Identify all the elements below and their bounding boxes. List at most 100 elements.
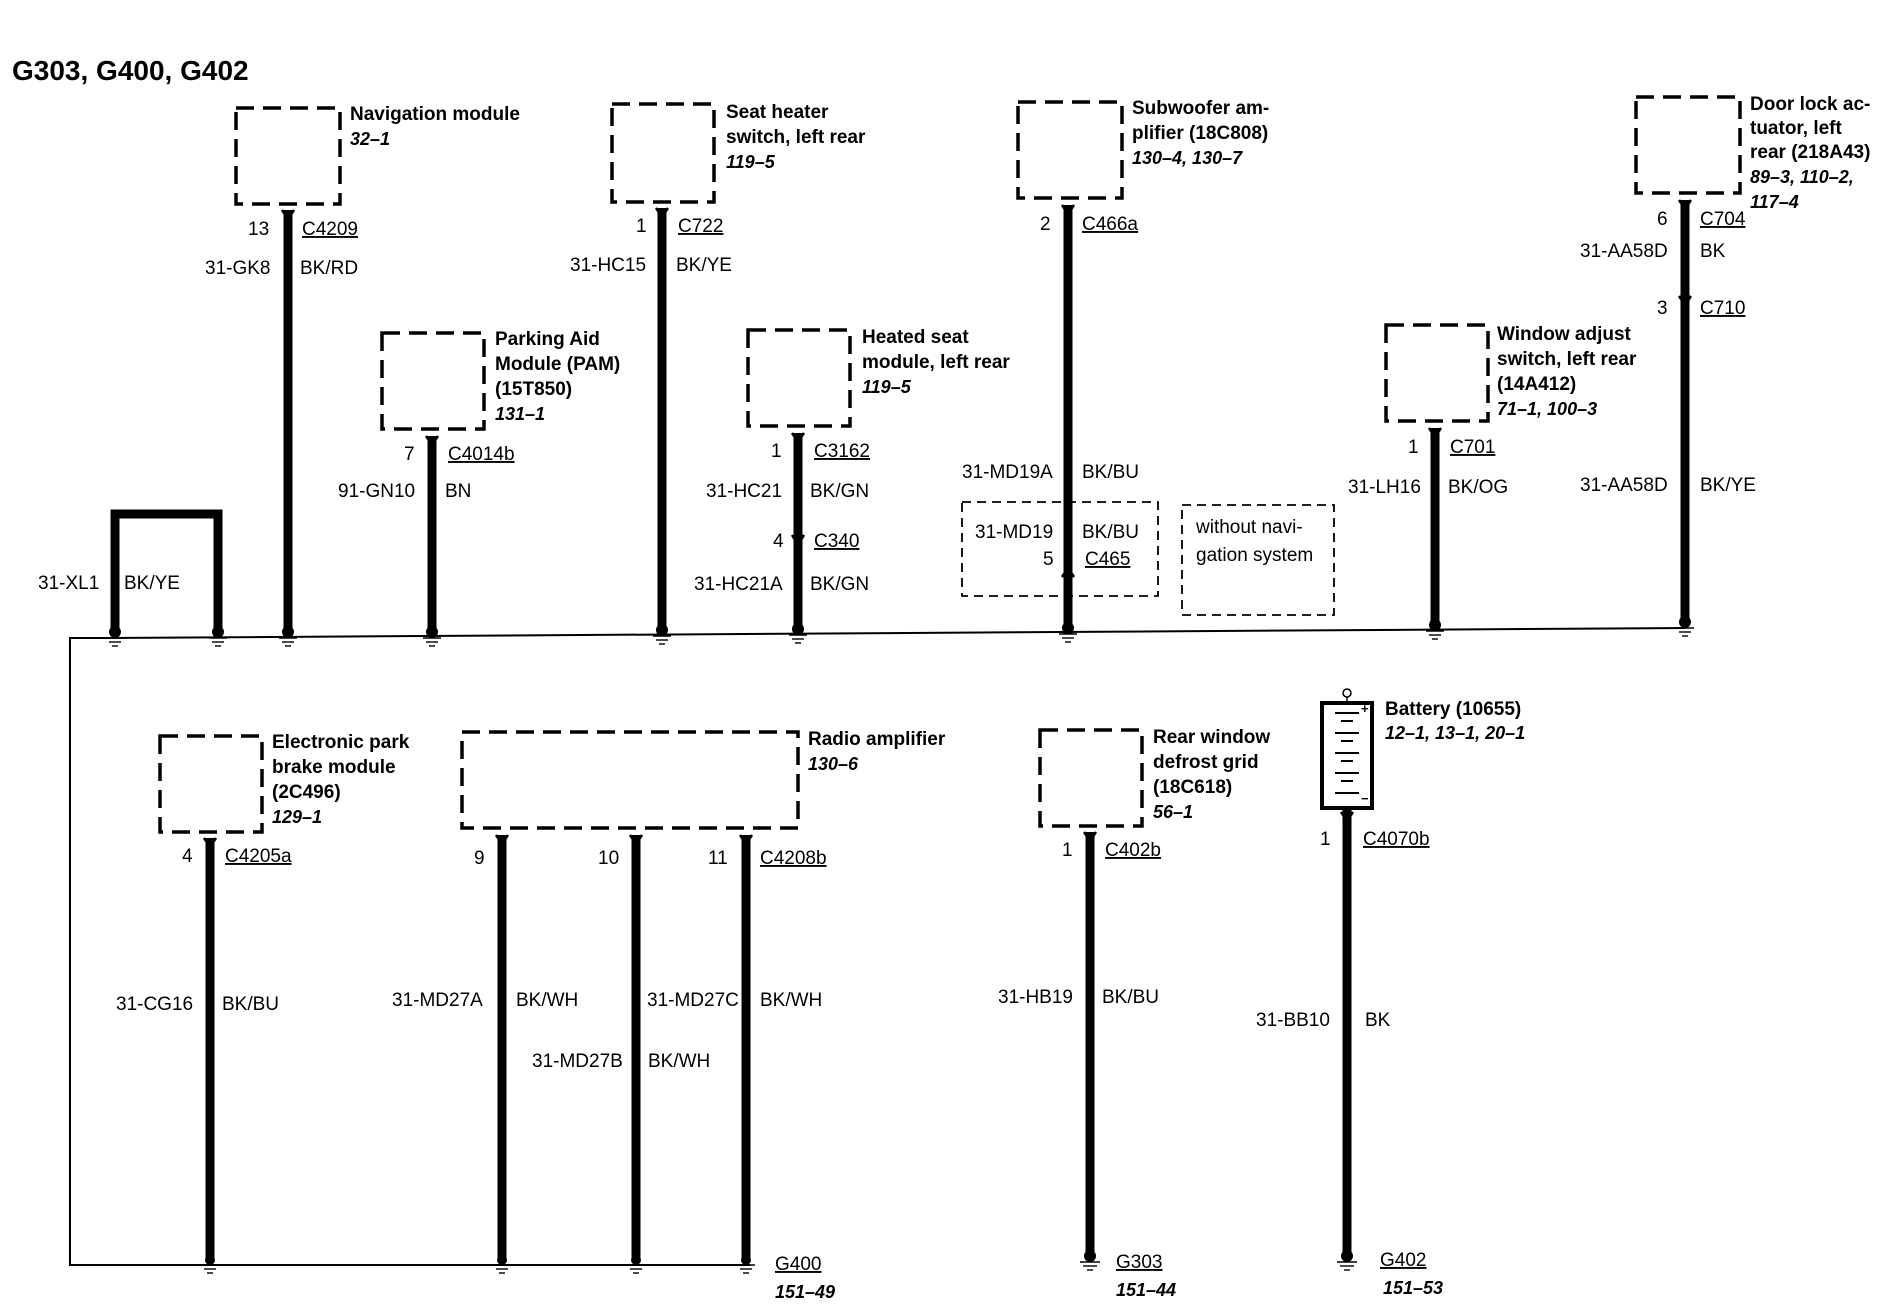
ground-icon (1059, 622, 1077, 643)
component-heated-seat-module: Heated seat module, left rear 119–5 1 C3… (694, 327, 1010, 634)
component-battery: + − Battery (10655) 12–1, 13–1, 20–1 1 C… (1256, 688, 1525, 1253)
diagram-title: G303, G400, G402 (12, 55, 249, 86)
wire-color: BK/GN (810, 481, 869, 502)
component-ref: 117–4 (1750, 192, 1799, 212)
wire-color: BK/WH (648, 1051, 710, 1072)
pin-number: 13 (248, 219, 269, 240)
ground-icon (789, 623, 807, 644)
ground-icon (209, 626, 227, 647)
connector-C701: C701 (1450, 437, 1495, 458)
wire-circuit: 31-CG16 (116, 994, 193, 1015)
component-window-adjust-switch: Window adjust switch, left rear (14A412)… (1348, 323, 1637, 630)
ground-icon (106, 626, 124, 647)
wire-circuit: 31-MD27B (532, 1051, 623, 1072)
component-electronic-park-brake-module: Electronic park brake module (2C496) 129… (116, 732, 410, 1260)
component-name: tuator, left (1750, 118, 1843, 139)
connector-markers (202, 199, 1693, 850)
wire-circuit: 31-HB19 (998, 987, 1073, 1008)
ground-icon (1676, 616, 1694, 637)
component-seat-heater-switch: Seat heater switch, left rear 119–5 1 C7… (570, 102, 866, 634)
pin-number: 4 (182, 846, 193, 867)
pin-number: 9 (474, 848, 485, 869)
wire-circuit: 31-HC21 (706, 481, 782, 502)
inline-wire-circuit: 31-MD19 (975, 522, 1053, 543)
ground-icon (201, 1255, 219, 1274)
pin-number: 1 (771, 441, 782, 462)
pin-number: 7 (404, 444, 415, 465)
component-name: defrost grid (1153, 752, 1259, 773)
component-navigation-module: Navigation module 32–1 13 C4209 31-GK8 B… (205, 104, 520, 636)
wire-color: BK/BU (1082, 462, 1139, 483)
ground-icon (737, 1255, 755, 1274)
component-ref: 130–6 (808, 754, 859, 774)
inline-pin-number: 3 (1657, 298, 1668, 319)
component-name: (18C618) (1153, 777, 1232, 798)
plus-terminal-icon: + (1361, 701, 1369, 716)
connector-C3162: C3162 (814, 441, 870, 462)
pin-number: 1 (636, 216, 647, 237)
component-ref: 130–4, 130–7 (1132, 148, 1243, 168)
component-ref: 119–5 (862, 377, 912, 397)
ground-icon (1337, 1250, 1357, 1271)
wire-circuit: 31-GK8 (205, 258, 270, 279)
connector-C466a: C466a (1082, 214, 1138, 235)
jumper-31-XL1: 31-XL1 BK/YE (38, 509, 223, 632)
component-subwoofer-amplifier: Subwoofer am- plifier (18C808) 130–4, 13… (961, 98, 1335, 634)
connector-C704: C704 (1700, 209, 1746, 230)
wire-circuit: 31-LH16 (1348, 477, 1421, 498)
connector-C710: C710 (1700, 298, 1745, 319)
component-ref: 89–3, 110–2, (1750, 167, 1854, 187)
ground-icon (653, 624, 671, 645)
wire-circuit: 31-BB10 (1256, 1010, 1330, 1031)
component-rear-window-defrost-grid: Rear window defrost grid (18C618) 56–1 1… (998, 727, 1270, 1253)
component-ref: 131–1 (495, 404, 545, 424)
component-name: Radio amplifier (808, 729, 946, 750)
ground-G402: G402 151–53 (1337, 1250, 1443, 1298)
component-name: Seat heater (726, 102, 829, 123)
connector-C4014b: C4014b (448, 444, 515, 465)
connector-C340: C340 (814, 531, 859, 552)
component-parking-aid-module: Parking Aid Module (PAM) (15T850) 131–1 … (338, 329, 620, 636)
wire-color: BK/WH (760, 990, 822, 1011)
wire-circuit: 91-GN10 (338, 481, 415, 502)
wire-circuit: 31-MD27A (392, 990, 483, 1011)
pin-number: 1 (1408, 437, 1419, 458)
wire-circuit: 31-MD27C (647, 990, 739, 1011)
ground-icon (1080, 1250, 1100, 1271)
splice-grounds-bottom (201, 1255, 755, 1274)
component-ref: 119–5 (726, 152, 776, 172)
component-name: Navigation module (350, 104, 520, 125)
component-name: (15T850) (495, 379, 572, 400)
component-name: switch, left rear (726, 127, 866, 148)
ground-ref: 151–53 (1383, 1278, 1443, 1298)
component-ref: 32–1 (350, 129, 390, 149)
pin-number: 10 (598, 848, 619, 869)
ground-name: G400 (775, 1254, 821, 1275)
component-ref: 129–1 (272, 807, 322, 827)
connector-C4209: C4209 (302, 219, 358, 240)
component-ref: 71–1, 100–3 (1497, 399, 1597, 419)
option-note: gation system (1196, 545, 1313, 566)
wire-color: BK/RD (300, 258, 358, 279)
wire-color: BK/WH (516, 990, 578, 1011)
component-radio-amplifier: Radio amplifier 130–6 9 10 11 C4208b 31-… (392, 729, 946, 1260)
option-note-box (1181, 504, 1335, 616)
option-note: without navi- (1195, 517, 1303, 538)
ground-bus-g400 (69, 637, 750, 1266)
ground-G303: G303 151–44 (1080, 1250, 1176, 1300)
connector-C4205a: C4205a (225, 846, 292, 867)
minus-terminal-icon: − (1361, 791, 1369, 806)
connector-C722: C722 (678, 216, 723, 237)
inline-pin-number: 4 (773, 531, 784, 552)
wire-color-31-XL1: BK/YE (124, 573, 180, 594)
component-name: rear (218A43) (1750, 142, 1870, 163)
inline-wire-color: BK/BU (1082, 522, 1139, 543)
component-name: Door lock ac- (1750, 94, 1870, 115)
pin-number: 1 (1062, 840, 1073, 861)
inline-wire-circuit: 31-AA58D (1580, 475, 1668, 496)
component-name: Heated seat (862, 327, 969, 348)
wire-circuit: 31-MD19A (962, 462, 1053, 483)
ground-icon (493, 1255, 511, 1274)
option-box (961, 501, 1159, 597)
pin-number: 11 (708, 848, 728, 869)
